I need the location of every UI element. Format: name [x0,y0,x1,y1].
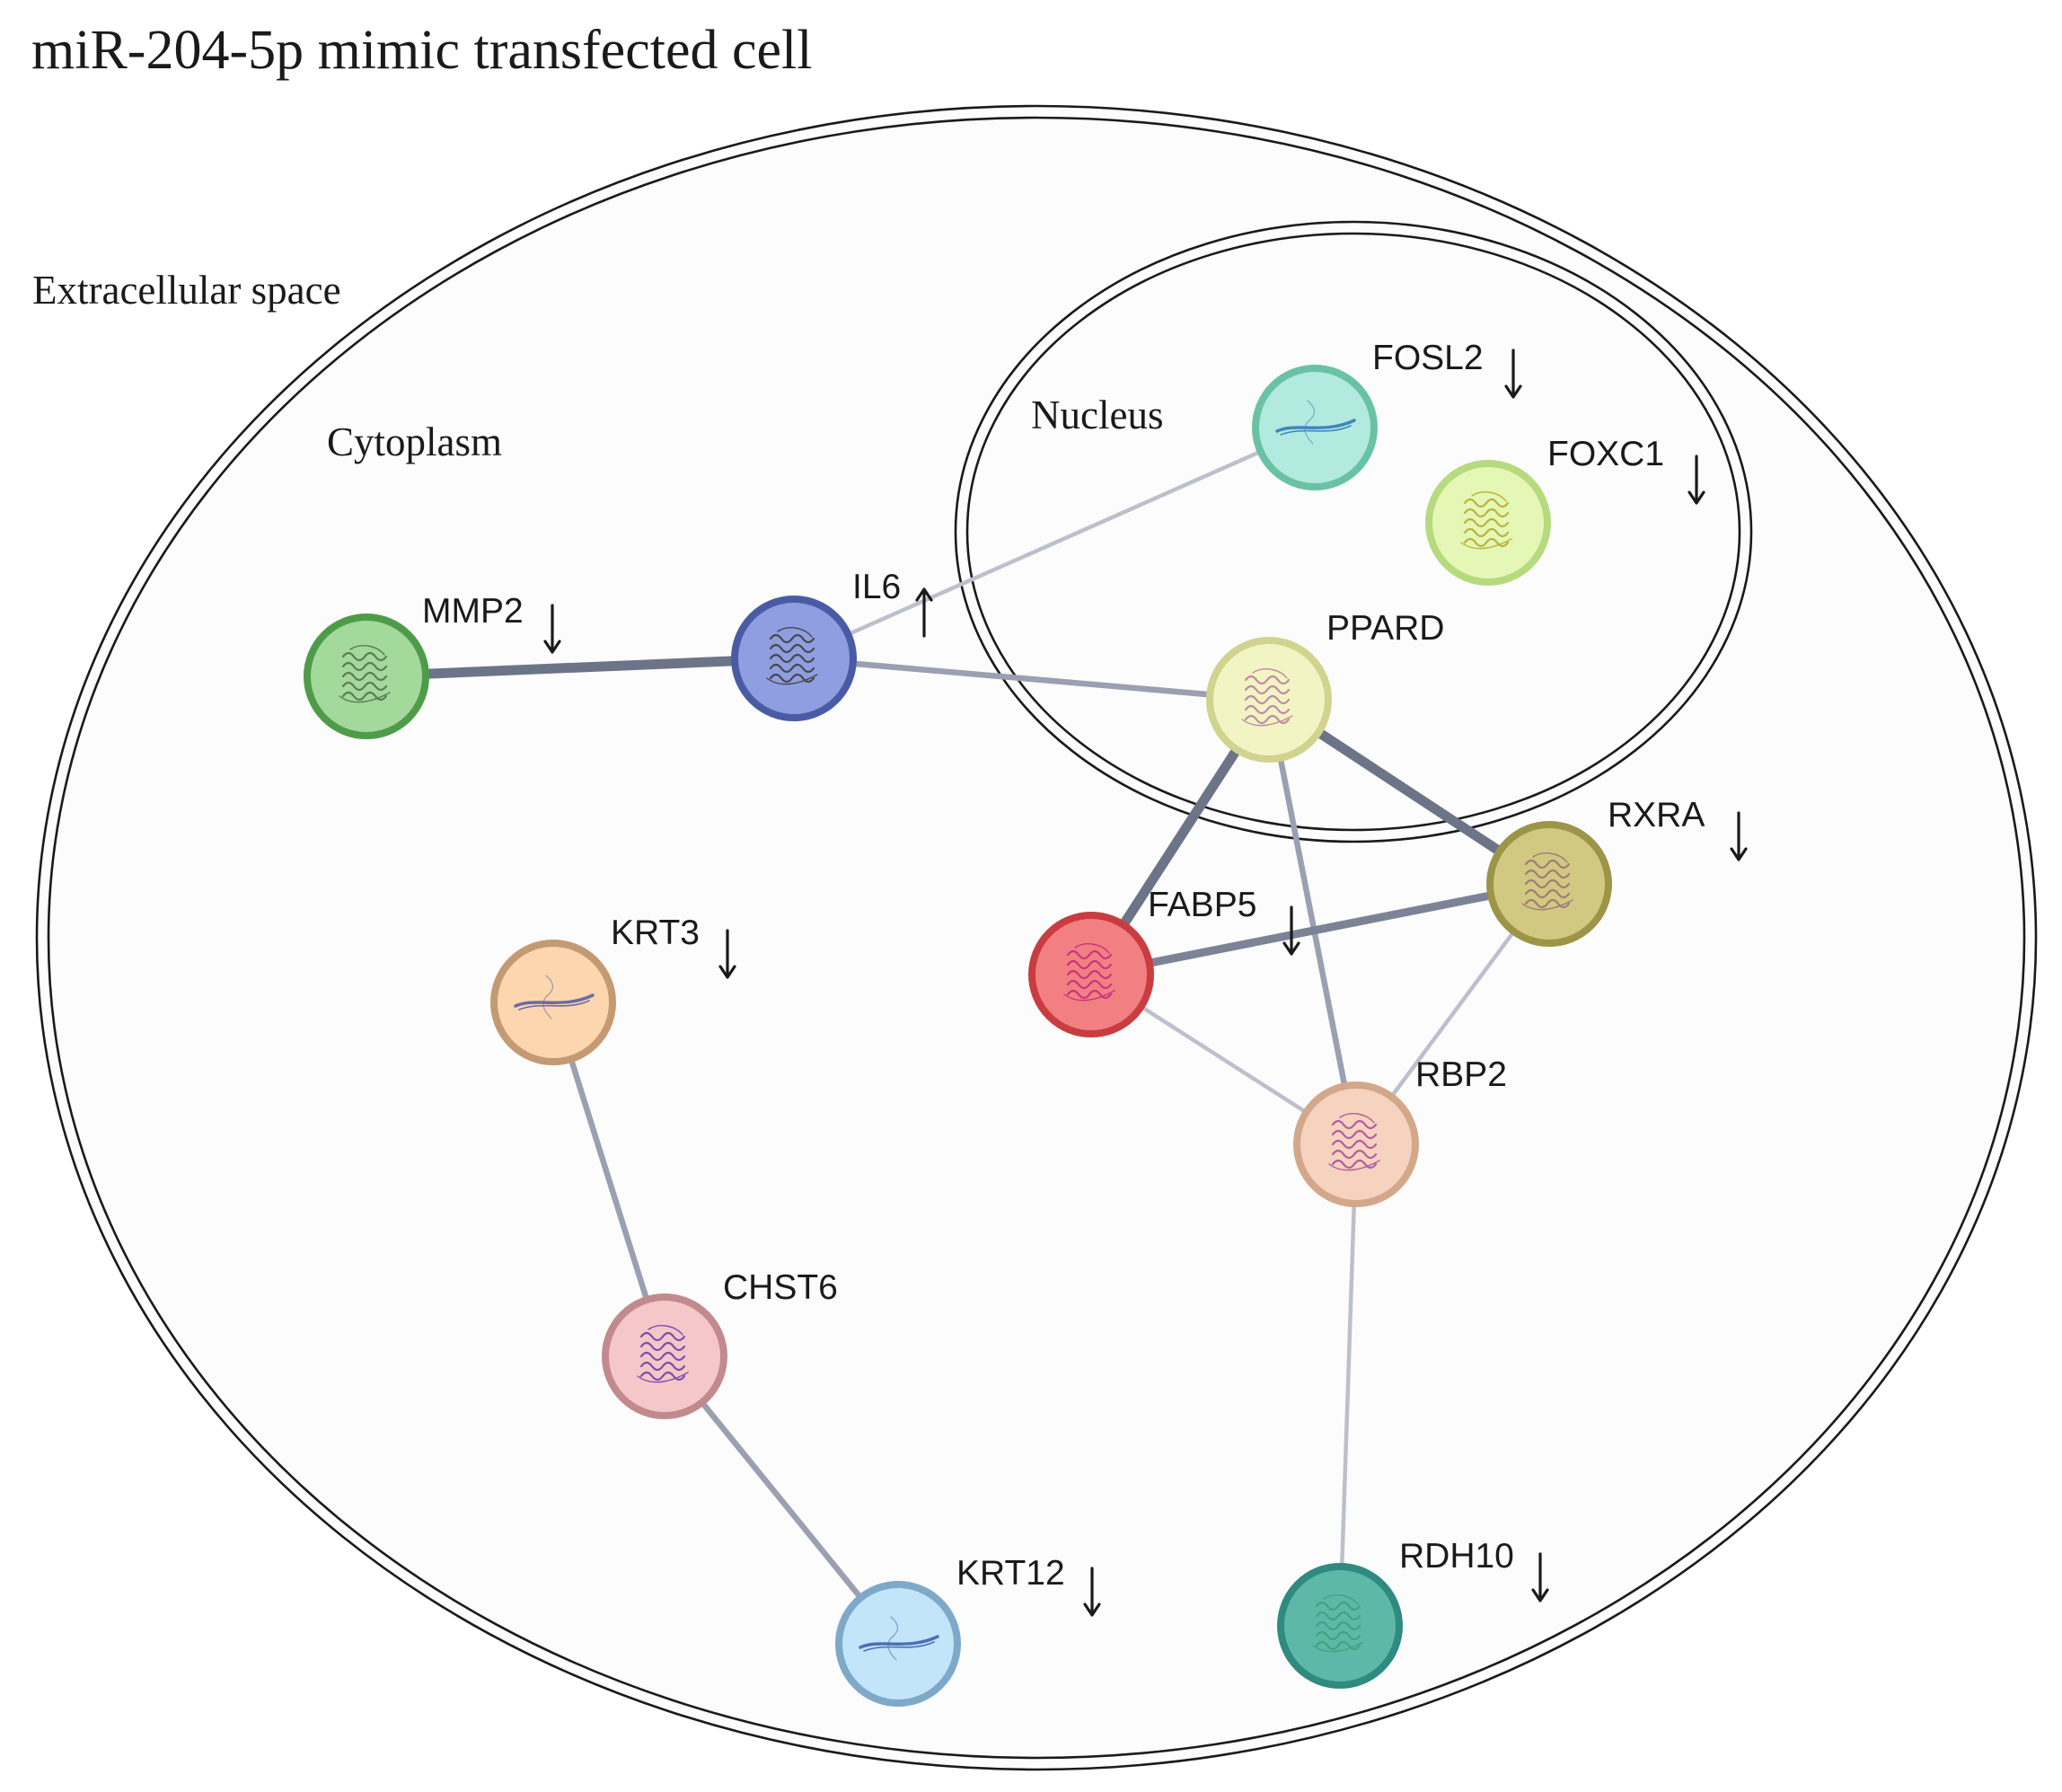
node-rbp2[interactable]: RBP2 [1293,1055,1507,1207]
up-arrow-icon [915,587,933,638]
node-foxc1[interactable]: FOXC1 [1425,435,1705,586]
protein-structure-icon [1241,668,1293,727]
node-circle[interactable] [1486,821,1612,947]
page-title: miR-204-5p mimic transfected cell [31,20,813,81]
node-krt12[interactable]: KRT12 [835,1554,1101,1707]
cell-membrane [35,104,2038,1771]
node-circle[interactable] [1206,637,1332,763]
gene-label: IL6 [852,568,901,606]
node-circle[interactable] [1425,460,1551,586]
node-circle[interactable] [1293,1081,1419,1207]
node-circle[interactable] [731,596,857,721]
down-arrow-icon [543,604,561,654]
nuclear-envelope [954,220,1753,843]
gene-label: CHST6 [723,1268,838,1307]
protein-structure-icon [514,975,595,1020]
protein-structure-icon [1521,852,1573,911]
gene-label: KRT3 [611,914,700,952]
node-krt3[interactable]: KRT3 [490,914,736,1065]
nucleus-label: Nucleus [1031,393,1163,437]
protein-structure-icon [1328,1113,1380,1171]
down-arrow-icon [718,929,736,979]
node-circle[interactable] [1277,1563,1403,1689]
protein-structure-icon [1275,400,1356,445]
down-arrow-icon [1282,905,1300,956]
protein-structure-icon [1063,943,1115,1002]
down-arrow-icon [1083,1567,1101,1617]
gene-label: RXRA [1608,796,1705,834]
gene-label: FABP5 [1148,886,1256,924]
node-rdh10[interactable]: RDH10 [1277,1537,1549,1689]
edge-mmp2-il6 [361,653,799,682]
node-circle[interactable] [602,1293,727,1419]
protein-structure-icon [766,627,818,685]
node-rxra[interactable]: RXRA [1486,796,1748,947]
protein-structure-icon [339,645,391,703]
edge-rbp2-rdh10 [1337,1142,1359,1629]
gene-label: MMP2 [422,592,524,631]
edge-fabp5-rxra [1087,879,1554,979]
node-circle[interactable] [304,614,429,739]
gene-label: FOXC1 [1547,435,1664,473]
down-arrow-icon [1531,1552,1549,1602]
extracellular-space-label: Extracellular space [32,268,341,313]
gene-label: FOSL2 [1372,339,1484,377]
protein-structure-icon [1460,491,1512,550]
down-arrow-icon [1730,811,1748,861]
node-mmp2[interactable]: MMP2 [304,592,561,739]
edge-il6-fosl2 [791,425,1317,661]
edge-il6-ppard [790,655,1273,703]
gene-label: RDH10 [1399,1537,1514,1576]
gene-label: PPARD [1326,609,1444,648]
protein-nodes: MMP2IL6FOSL2FOXC1PPARDRXRAFABP5RBP2KRT3C… [304,339,1748,1707]
down-arrow-icon [1687,455,1705,505]
node-il6[interactable]: IL6 [731,568,933,721]
gene-label: RBP2 [1415,1055,1507,1094]
protein-structure-icon [637,1325,689,1383]
node-ppard[interactable]: PPARD [1206,609,1444,763]
edge-ppard-rbp2 [1265,696,1360,1148]
protein-structure-icon [859,1616,939,1661]
gene-label: KRT12 [956,1554,1065,1593]
node-chst6[interactable]: CHST6 [602,1268,838,1419]
node-fabp5[interactable]: FABP5 [1028,886,1300,1037]
cytoplasm-label: Cytoplasm [327,419,502,464]
node-circle[interactable] [1028,912,1154,1037]
node-fosl2[interactable]: FOSL2 [1252,339,1522,490]
protein-structure-icon [1312,1594,1364,1653]
down-arrow-icon [1504,349,1522,399]
